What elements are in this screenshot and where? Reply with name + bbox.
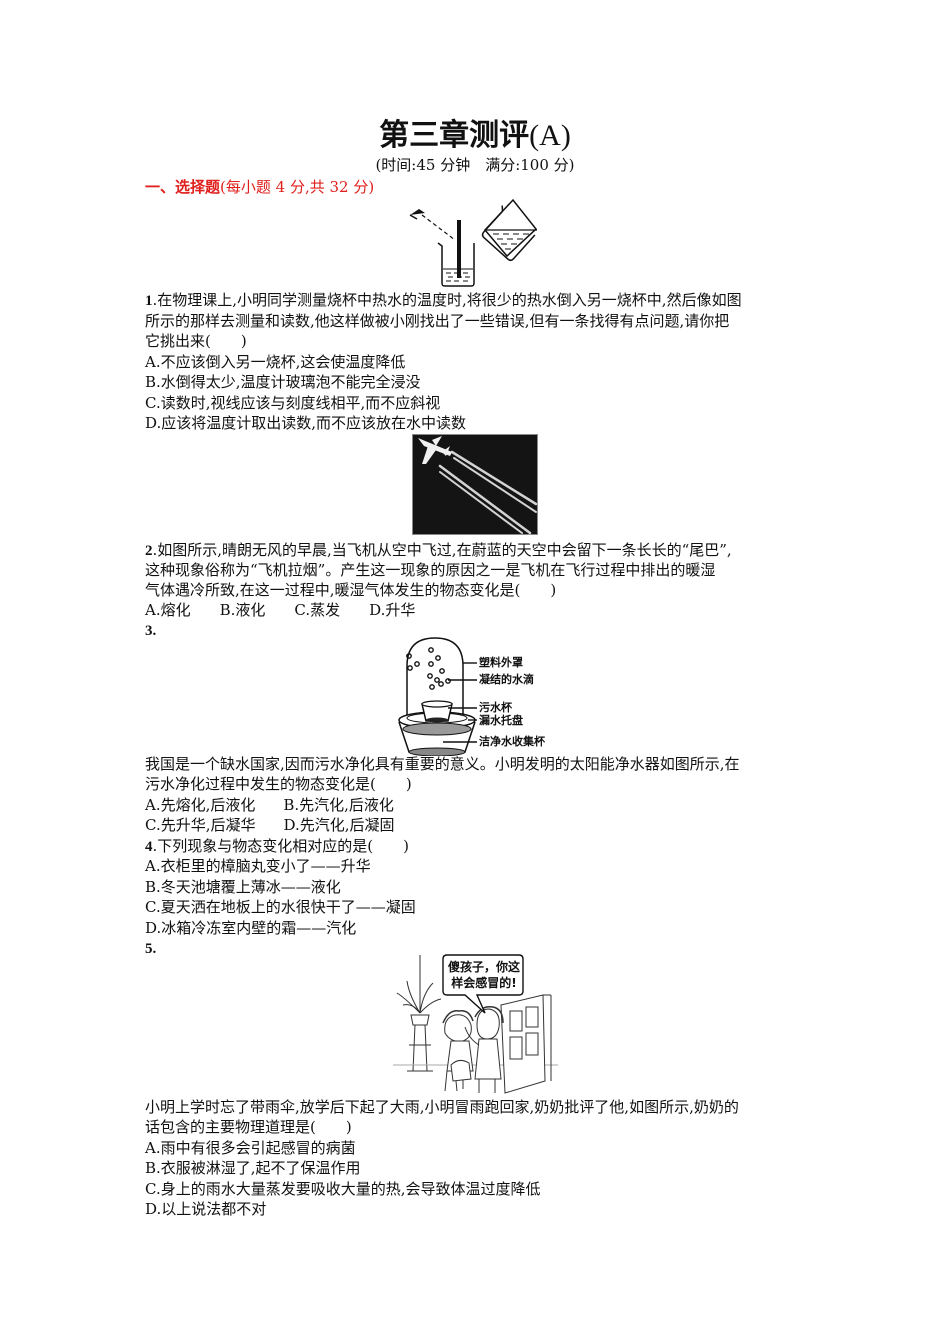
question-1-option-c: C.读数时,视线应该与刻度线相平,而不应斜视: [145, 394, 441, 412]
section-note: (每小题 4 分,共 32 分): [220, 178, 375, 196]
option-d: D.先汽化,后凝固: [283, 816, 395, 834]
question-5-option-c: C.身上的雨水大量蒸发要吸收大量的热,会导致体温过度降低: [145, 1180, 541, 1198]
question-2-stem-line-1: 2.如图所示,晴朗无风的早晨,当飞机从空中飞过,在蔚蓝的天空中会留下一条长长的“…: [145, 540, 732, 562]
question-3-options-row-2: C.先升华,后凝华 D.先汽化,后凝固: [145, 815, 395, 836]
question-5-stem-line-1: 小明上学时忘了带雨伞,放学后下起了大雨,小明冒雨跑回家,奶奶批评了他,如图所示,…: [145, 1098, 739, 1116]
option-a: A.熔化: [145, 601, 191, 619]
eye-icon: [409, 209, 425, 220]
question-5-stem-line-2: 话包含的主要物理道理是( ): [145, 1118, 352, 1136]
label-clean-water-cup: 洁净水收集杯: [479, 735, 545, 748]
question-3-stem-line-1: 我国是一个缺水国家,因而污水净化具有重要的意义。小明发明的太阳能净水器如图所示,…: [145, 755, 740, 773]
question-number: 5: [145, 941, 153, 957]
page-title: 第三章测评(A): [0, 118, 950, 154]
question-4-option-a: A.衣柜里的樟脑丸变小了——升华: [145, 857, 371, 875]
speech-line-2: 样会感冒的!: [451, 976, 517, 990]
question-5-option-a: A.雨中有很多会引起感冒的病菌: [145, 1139, 356, 1157]
option-c: C.先升华,后凝华: [145, 816, 256, 834]
question-number: 3: [145, 623, 153, 639]
option-b: B.液化: [219, 601, 266, 619]
title-suffix: (A): [529, 119, 571, 152]
question-2-stem-line-2: 这种现象俗称为“飞机拉烟”。产生这一现象的原因之一是飞机在飞行过程中排出的暖湿: [145, 561, 716, 579]
question-4-option-b: B.冬天池塘覆上薄冰——液化: [145, 878, 341, 896]
stem-text: .下列现象与物态变化相对应的是( ): [152, 837, 409, 855]
label-plastic-cover: 塑料外罩: [479, 656, 523, 669]
thermometer-beaker-diagram: [409, 198, 538, 287]
airplane-contrail-photo: [412, 434, 538, 535]
section-heading: 一、选择题(每小题 4 分,共 32 分): [145, 177, 374, 197]
solar-water-purifier-diagram: 塑料外罩 凝结的水滴 污水杯 漏水托盘 洁净水收集杯: [393, 634, 563, 756]
airplane-icon: [418, 436, 452, 464]
question-2-stem-line-3: 气体遇冷所致,在这一过程中,暖湿气体发生的物态变化是( ): [145, 581, 557, 599]
question-number: 4: [145, 839, 153, 855]
question-number: 1: [145, 293, 153, 309]
question-1-stem-line-3: 它挑出来( ): [145, 332, 247, 350]
exam-meta: (时间:45 分钟 满分:100 分): [375, 156, 575, 174]
option-b: B.先汽化,后液化: [283, 796, 394, 814]
question-4-option-c: C.夏天洒在地板上的水很快干了——凝固: [145, 898, 416, 916]
label-dirty-water-cup: 污水杯: [479, 701, 512, 714]
speech-line-1: 傻孩子，你这: [447, 960, 520, 974]
question-2-options: A.熔化 B.液化 C.蒸发 D.升华: [145, 600, 415, 621]
label-condensed-drops: 凝结的水滴: [479, 673, 534, 686]
question-3-options-row-1: A.先熔化,后液化 B.先汽化,后液化: [145, 795, 394, 816]
question-1-option-a: A.不应该倒入另一烧杯,这会使温度降低: [145, 353, 406, 371]
question-5-number: 5.: [145, 941, 157, 957]
question-1-option-b: B.水倒得太少,温度计玻璃泡不能完全浸没: [145, 373, 421, 391]
question-1-stem-line-2: 所示的那样去测量和读数,他这样做被小刚找出了一些错误,但有一条找得有点问题,请你…: [145, 312, 730, 330]
question-1-option-d: D.应该将温度计取出读数,而不应该放在水中读数: [145, 414, 467, 432]
option-a: A.先熔化,后液化: [145, 796, 256, 814]
title-text: 第三章测评: [379, 118, 530, 153]
question-5-option-d: D.以上说法都不对: [145, 1200, 267, 1218]
question-4-option-d: D.冰箱冷冻室内壁的霜——汽化: [145, 919, 357, 937]
option-c: C.蒸发: [294, 601, 341, 619]
question-3-number: 3.: [145, 623, 157, 639]
label-drip-tray: 漏水托盘: [479, 714, 523, 727]
question-1-stem-line-1: 1.在物理课上,小明同学测量烧杯中热水的温度时,将很少的热水倒入另一烧杯中,然后…: [145, 290, 742, 312]
question-number: 2: [145, 543, 153, 559]
speech-bubble-text: 傻孩子，你这 样会感冒的!: [445, 959, 523, 991]
question-4-stem: 4.下列现象与物态变化相对应的是( ): [145, 836, 409, 858]
stem-text: .在物理课上,小明同学测量烧杯中热水的温度时,将很少的热水倒入另一烧杯中,然后像…: [152, 291, 742, 309]
option-d: D.升华: [369, 601, 416, 619]
grandma-scolding-cartoon: 傻孩子，你这 样会感冒的!: [393, 953, 558, 1095]
question-5-option-b: B.衣服被淋湿了,起不了保温作用: [145, 1159, 361, 1177]
section-label: 一、选择题: [145, 178, 221, 196]
stem-text: .如图所示,晴朗无风的早晨,当飞机从空中飞过,在蔚蓝的天空中会留下一条长长的“尾…: [152, 541, 732, 559]
question-3-stem-line-2: 污水净化过程中发生的物态变化是( ): [145, 775, 412, 793]
